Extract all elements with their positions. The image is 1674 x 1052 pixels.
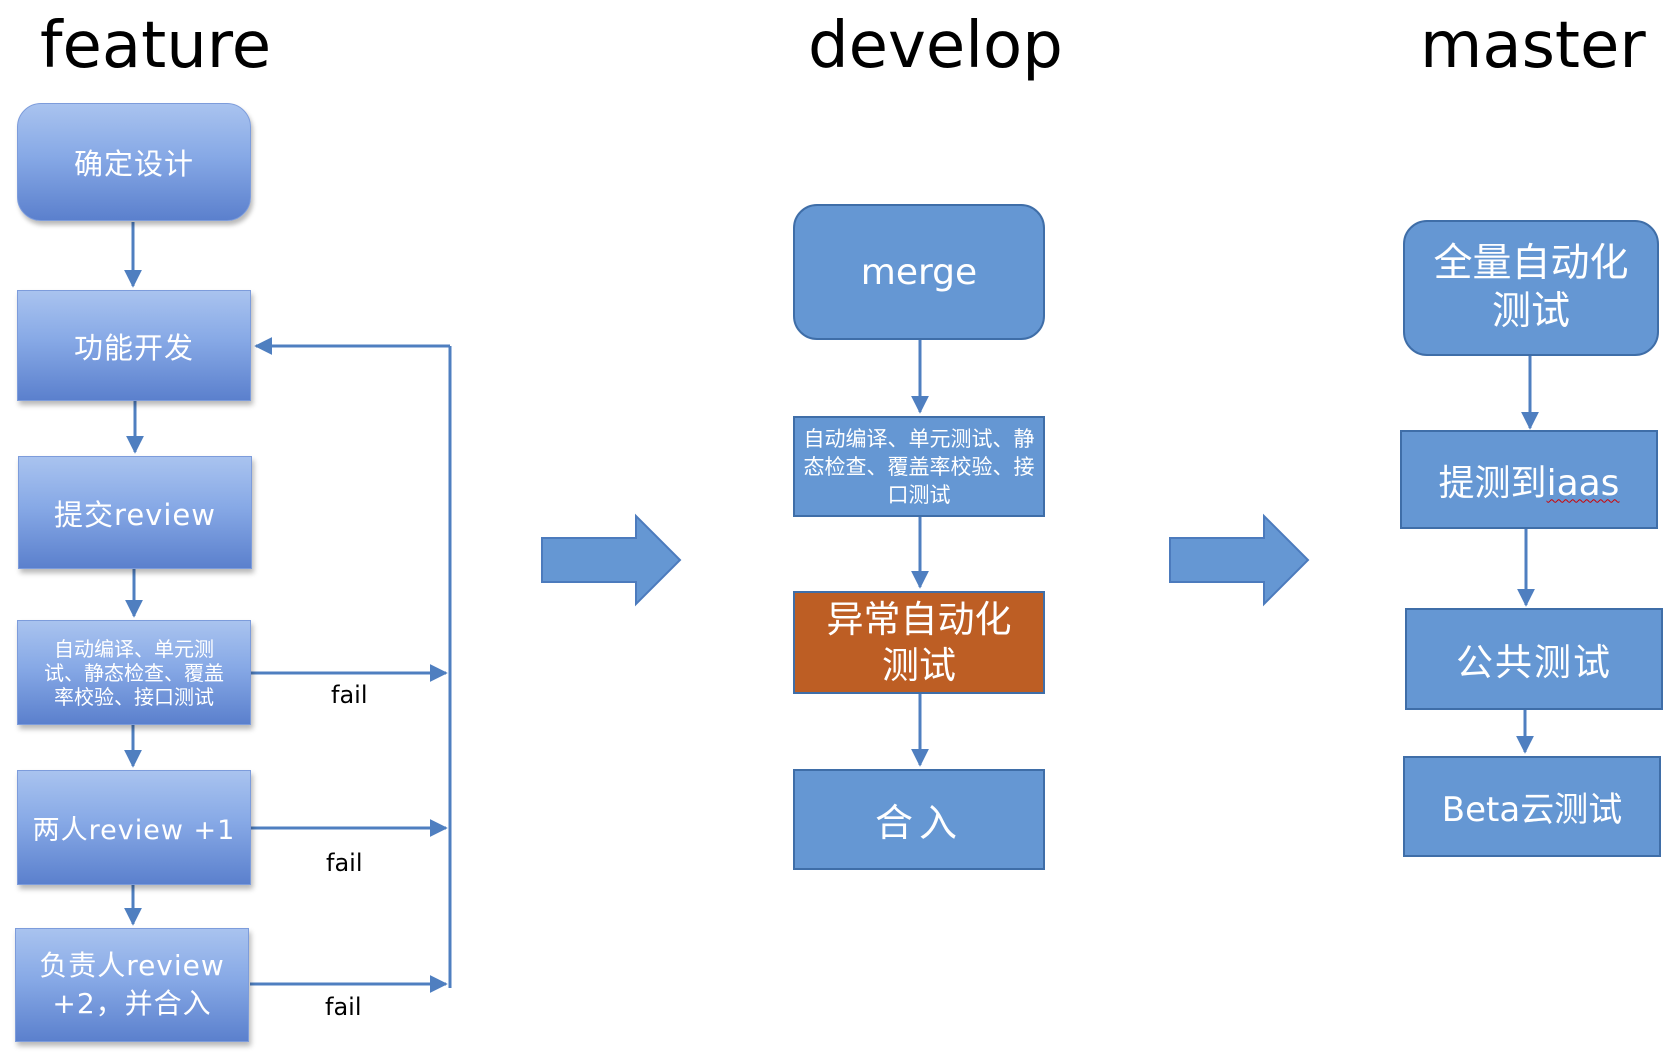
feature-step-develop: 功能开发 <box>17 290 251 401</box>
develop-step-merge-in: 合入 <box>793 769 1045 870</box>
block-arrow-develop-to-master <box>1169 513 1310 607</box>
feature-step-auto-checks-label: 自动编译、单元测试、静态检查、覆盖率校验、接口测试 <box>44 636 224 709</box>
fail-label-1: fail <box>331 681 368 709</box>
master-step-beta-cloud-test-label: Beta云测试 <box>1441 790 1623 830</box>
master-step-public-test: 公共测试 <box>1405 608 1663 710</box>
feature-step-owner-review-label: 负责人review +2，并合入 <box>39 949 225 1020</box>
feature-step-submit-review-label: 提交review <box>54 497 216 532</box>
feature-step-develop-label: 功能开发 <box>73 330 194 365</box>
master-step-full-auto-test-label: 全量自动化测试 <box>1433 241 1629 334</box>
block-arrow-feature-to-develop <box>541 513 682 607</box>
develop-step-merge-in-label: 合入 <box>874 801 963 845</box>
develop-step-auto-checks: 自动编译、单元测试、静态检查、覆盖率校验、接口测试 <box>793 416 1045 517</box>
develop-step-auto-checks-label: 自动编译、单元测试、静态检查、覆盖率校验、接口测试 <box>803 426 1035 507</box>
master-step-full-auto-test: 全量自动化测试 <box>1403 220 1659 356</box>
master-step-submit-iaas-prefix: 提测到 <box>1438 462 1547 504</box>
feature-step-peer-review: 两人review +1 <box>17 770 251 885</box>
develop-step-merge: merge <box>793 204 1045 340</box>
master-step-submit-iaas-label: 提测到iaas <box>1439 454 1620 506</box>
master-step-beta-cloud-test: Beta云测试 <box>1403 756 1661 857</box>
feature-step-design-label: 确定设计 <box>73 147 194 181</box>
develop-step-exception-test-label: 异常自动化测试 <box>826 597 1012 687</box>
develop-title: develop <box>808 9 1063 83</box>
feature-step-submit-review: 提交review <box>18 456 252 569</box>
master-step-submit-iaas: 提测到iaas <box>1400 430 1658 529</box>
master-step-iaas-term: iaas <box>1546 462 1620 504</box>
develop-step-merge-label: merge <box>860 251 978 293</box>
feature-step-design: 确定设计 <box>17 103 251 221</box>
fail-label-3: fail <box>325 993 362 1021</box>
fail-label-2: fail <box>326 849 363 877</box>
feature-step-auto-checks: 自动编译、单元测试、静态检查、覆盖率校验、接口测试 <box>17 620 251 725</box>
feature-title: feature <box>40 9 272 83</box>
master-title: master <box>1420 9 1646 83</box>
feature-step-owner-review: 负责人review +2，并合入 <box>15 928 249 1042</box>
develop-step-exception-test: 异常自动化测试 <box>793 591 1045 694</box>
master-step-public-test-label: 公共测试 <box>1456 641 1612 684</box>
feature-step-peer-review-label: 两人review +1 <box>32 815 236 846</box>
